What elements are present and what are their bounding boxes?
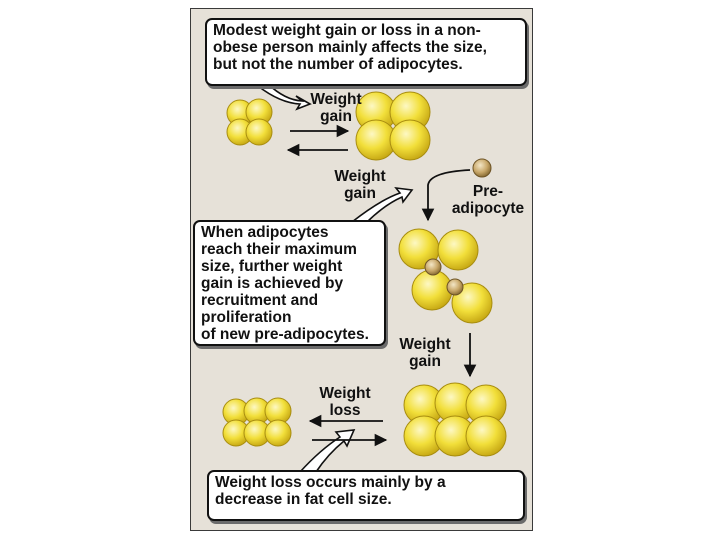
label-line: adipocyte bbox=[451, 200, 525, 217]
label-line: Weight bbox=[399, 336, 451, 353]
label-line: Weight bbox=[334, 168, 386, 185]
label-line: Pre- bbox=[472, 183, 504, 200]
callout-top-line-3: but not the number of adipocytes. bbox=[213, 56, 463, 73]
recruitment-arrow bbox=[421, 169, 471, 222]
callout-top-line-1: Modest weight gain or loss in a non- bbox=[213, 22, 481, 39]
callout-pointer-middle bbox=[349, 186, 414, 224]
label-line: gain bbox=[320, 108, 352, 125]
callout-top-line-2: obese person mainly affects the size, bbox=[213, 39, 487, 56]
pre-adipocyte-small-1 bbox=[424, 258, 442, 276]
callout-pointer-top bbox=[256, 83, 312, 111]
label-weight-gain-mid: Weight gain bbox=[328, 168, 392, 202]
small-adipocyte-cluster-bottom bbox=[222, 397, 292, 447]
label-line: Weight bbox=[319, 385, 371, 402]
callout-mid-line-5: recruitment and bbox=[201, 292, 319, 309]
adipocyte-cluster-with-preadipocytes bbox=[398, 228, 493, 324]
callout-mid-line-4: gain is achieved by bbox=[201, 275, 344, 292]
callout-bottom-line-2: decrease in fat cell size. bbox=[215, 491, 392, 508]
label-weight-gain-lower: Weight gain bbox=[393, 336, 457, 370]
callout-mid-line-7: of new pre-adipocytes. bbox=[201, 326, 369, 343]
callout-size-not-number: Modest weight gain or loss in a non- obe… bbox=[205, 18, 527, 86]
callout-mid-line-3: size, further weight bbox=[201, 258, 343, 275]
label-line: Weight bbox=[310, 91, 362, 108]
callout-bottom-line-1: Weight loss occurs mainly by a bbox=[215, 474, 446, 491]
large-adipocyte-cluster-bottom bbox=[403, 382, 507, 457]
callout-weight-loss: Weight loss occurs mainly by a decrease … bbox=[207, 470, 525, 521]
label-line: gain bbox=[344, 185, 376, 202]
callout-recruitment: When adipocytes reach their maximum size… bbox=[193, 220, 386, 346]
label-weight-loss: Weight loss bbox=[313, 385, 377, 419]
pre-adipocyte-small-2 bbox=[446, 278, 464, 296]
callout-mid-line-1: When adipocytes bbox=[201, 224, 329, 241]
small-adipocyte-cluster-top bbox=[226, 98, 273, 146]
label-line: gain bbox=[409, 353, 441, 370]
label-pre-adipocyte: Pre- adipocyte bbox=[445, 183, 531, 217]
pre-adipocyte bbox=[472, 158, 492, 178]
callout-mid-line-6: proliferation bbox=[201, 309, 292, 326]
callout-pointer-bottom bbox=[298, 429, 356, 473]
callout-mid-line-2: reach their maximum bbox=[201, 241, 357, 258]
label-weight-gain-top: Weight gain bbox=[304, 91, 368, 125]
large-adipocyte-cluster-top bbox=[355, 91, 431, 161]
label-line: loss bbox=[329, 402, 361, 419]
